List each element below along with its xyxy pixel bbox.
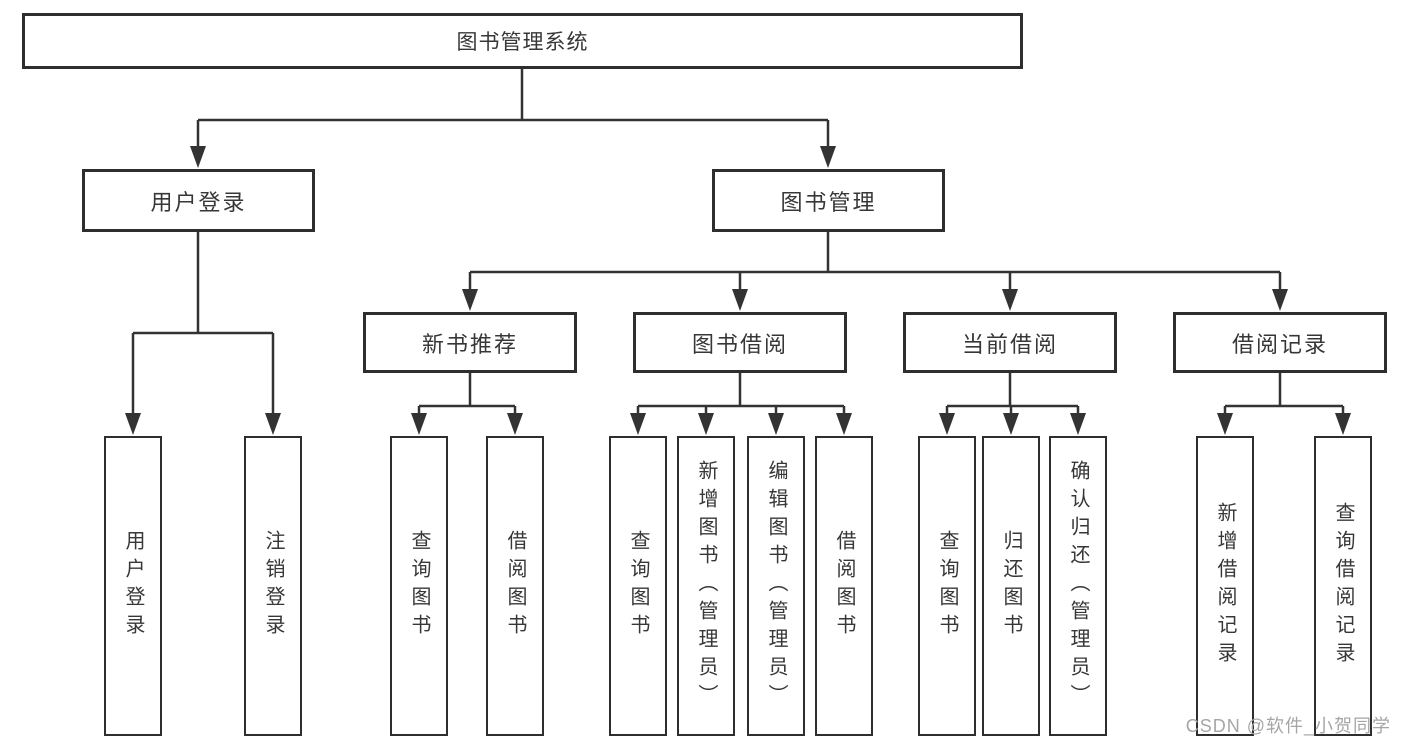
node-label: 图书借阅 (691, 331, 788, 357)
leaf-label: 编辑图书（管理员） (765, 460, 787, 712)
leaf-query-books-1: 查询图书 (390, 436, 448, 736)
leaf-borrow-books-2: 借阅图书 (815, 436, 873, 736)
leaf-label: 查询图书 (627, 530, 649, 642)
leaf-label: 借阅图书 (504, 530, 526, 642)
node-new-book-recommend: 新书推荐 (363, 312, 577, 373)
leaf-label: 查询图书 (936, 530, 958, 642)
leaf-add-book-admin: 新增图书（管理员） (677, 436, 735, 736)
leaf-label: 新增图书（管理员） (695, 460, 717, 712)
leaf-label: 查询图书 (408, 530, 430, 642)
leaf-return-book: 归还图书 (982, 436, 1040, 736)
leaf-logout: 注销登录 (244, 436, 302, 736)
leaf-user-login: 用户登录 (104, 436, 162, 736)
leaf-borrow-books-1: 借阅图书 (486, 436, 544, 736)
node-label: 图书管理 (780, 189, 877, 215)
node-root-label: 图书管理系统 (456, 31, 589, 54)
node-label: 借阅记录 (1231, 331, 1328, 357)
leaf-label: 借阅图书 (833, 530, 855, 642)
csdn-watermark: CSDN @软件_小贺同学 (1185, 716, 1391, 736)
node-book-management: 图书管理 (712, 169, 945, 232)
leaf-query-books-3: 查询图书 (918, 436, 976, 736)
leaf-add-borrow-record: 新增借阅记录 (1196, 436, 1254, 736)
node-label: 用户登录 (150, 189, 247, 215)
leaf-label: 用户登录 (122, 530, 144, 642)
node-label: 当前借阅 (961, 331, 1058, 357)
node-label: 新书推荐 (421, 331, 518, 357)
leaf-query-borrow-record: 查询借阅记录 (1314, 436, 1372, 736)
node-current-borrow: 当前借阅 (903, 312, 1117, 373)
node-user-login: 用户登录 (82, 169, 315, 232)
leaf-label: 查询借阅记录 (1332, 502, 1354, 670)
leaf-label: 注销登录 (262, 530, 284, 642)
node-borrow-records: 借阅记录 (1173, 312, 1387, 373)
leaf-label: 归还图书 (1000, 530, 1022, 642)
node-book-borrow: 图书借阅 (633, 312, 847, 373)
leaf-confirm-return-admin: 确认归还（管理员） (1049, 436, 1107, 736)
leaf-label: 确认归还（管理员） (1067, 460, 1089, 712)
leaf-label: 新增借阅记录 (1214, 502, 1236, 670)
node-root: 图书管理系统 (22, 13, 1023, 69)
leaf-query-books-2: 查询图书 (609, 436, 667, 736)
leaf-edit-book-admin: 编辑图书（管理员） (747, 436, 805, 736)
